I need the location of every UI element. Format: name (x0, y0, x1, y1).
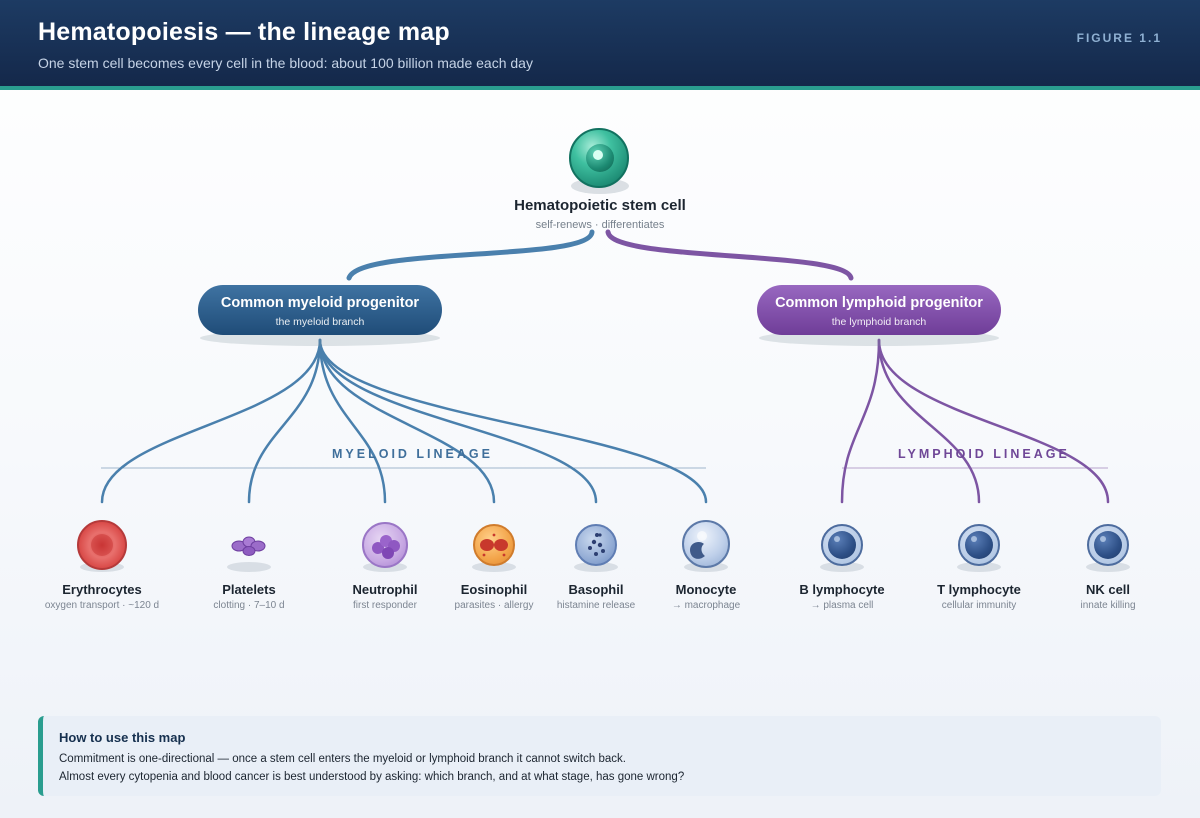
stem-to-myeloid-link (346, 229, 595, 281)
neutrophil-icon (362, 522, 408, 568)
link-platelets (247, 338, 322, 504)
lymphoid-progenitor-node: Common lymphoid progenitor the lymphoid … (757, 285, 1001, 335)
basophil-icon (575, 524, 617, 566)
cell-eosinophil: Eosinophil parasites · allergy (424, 520, 564, 611)
cell-platelets: Platelets clotting · 7–10 d (179, 520, 319, 611)
stem-to-lymphoid-link (605, 229, 854, 281)
cell-erythrocytes: Erythrocytes oxygen transport · ~120 d (32, 520, 172, 611)
figure-title: Hematopoiesis — the lineage map (38, 18, 450, 46)
stem-cell-icon (569, 128, 629, 188)
cell-name: T lymphocyte (937, 582, 1021, 597)
link-eosinophil (318, 338, 496, 504)
note-line-1: Commitment is one-directional — once a s… (59, 753, 626, 765)
stem-cell-subtitle: self-renews · differentiates (535, 219, 665, 231)
cell-t-lymphocyte: T lymphocyte cellular immunity (909, 520, 1049, 611)
cell-desc: oxygen transport · ~120 d (44, 600, 160, 611)
cell-name: Neutrophil (352, 582, 418, 597)
cell-monocyte: Monocyte → macrophage (636, 520, 776, 611)
erythrocyte-icon (77, 520, 127, 570)
link-t-lymphocyte (877, 338, 981, 504)
platelet-icon (231, 536, 266, 556)
myeloid-progenitor-node: Common myeloid progenitor the myeloid br… (198, 285, 442, 335)
link-neutrophil (318, 338, 387, 504)
cell-desc: parasites · allergy (454, 600, 534, 611)
link-b-lymphocyte (840, 338, 881, 504)
cell-nk-cell: NK cell innate killing (1038, 520, 1178, 611)
stem-cell-title: Hematopoietic stem cell (514, 197, 686, 214)
cell-name: Erythrocytes (62, 582, 142, 597)
link-nk-cell (877, 338, 1110, 504)
cell-b-lymphocyte: B lymphocyte → plasma cell (772, 520, 912, 611)
cell-desc: → plasma cell (810, 600, 874, 611)
lymphocyte-icon (821, 524, 863, 566)
lymphocyte-icon (958, 524, 1000, 566)
cell-desc: clotting · 7–10 d (213, 600, 285, 611)
cell-desc: histamine release (556, 600, 636, 611)
figure-number: FIGURE 1.1 (1076, 31, 1162, 45)
cell-name: Basophil (568, 582, 624, 597)
link-erythrocytes (100, 338, 322, 504)
lymphoid-progenitor-subtitle: the lymphoid branch (831, 316, 927, 328)
cell-desc: cellular immunity (941, 600, 1017, 611)
cell-name: NK cell (1085, 582, 1131, 597)
eosinophil-icon (473, 524, 515, 566)
myeloid-lineage-label: MYELOID LINEAGE (332, 447, 493, 461)
cell-basophil: Basophil histamine release (526, 520, 666, 611)
link-monocyte (318, 338, 708, 504)
cell-name: Monocyte (675, 582, 737, 597)
cell-desc: first responder (353, 600, 417, 611)
note-line-2: Almost every cytopenia and blood cancer … (59, 771, 685, 783)
lymphocyte-icon (1087, 524, 1129, 566)
cell-name: Eosinophil (460, 582, 528, 597)
lymphoid-lineage-label: LYMPHOID LINEAGE (898, 447, 1070, 461)
lymphoid-progenitor-title: Common lymphoid progenitor (775, 295, 983, 311)
cell-neutrophil: Neutrophil first responder (315, 520, 455, 611)
how-to-use-note: How to use this map Commitment is one-di… (38, 716, 1161, 796)
myeloid-progenitor-title: Common myeloid progenitor (220, 295, 420, 311)
figure-header: Hematopoiesis — the lineage map One stem… (0, 0, 1200, 90)
figure-subtitle: One stem cell becomes every cell in the … (38, 55, 533, 71)
monocyte-icon (682, 520, 730, 568)
cell-desc: innate killing (1080, 600, 1136, 611)
cell-name: Platelets (222, 582, 276, 597)
cell-name: B lymphocyte (799, 582, 885, 597)
link-basophil (318, 338, 598, 504)
note-title: How to use this map (59, 730, 186, 745)
cell-desc: → macrophage (671, 600, 741, 611)
myeloid-progenitor-subtitle: the myeloid branch (275, 316, 365, 328)
